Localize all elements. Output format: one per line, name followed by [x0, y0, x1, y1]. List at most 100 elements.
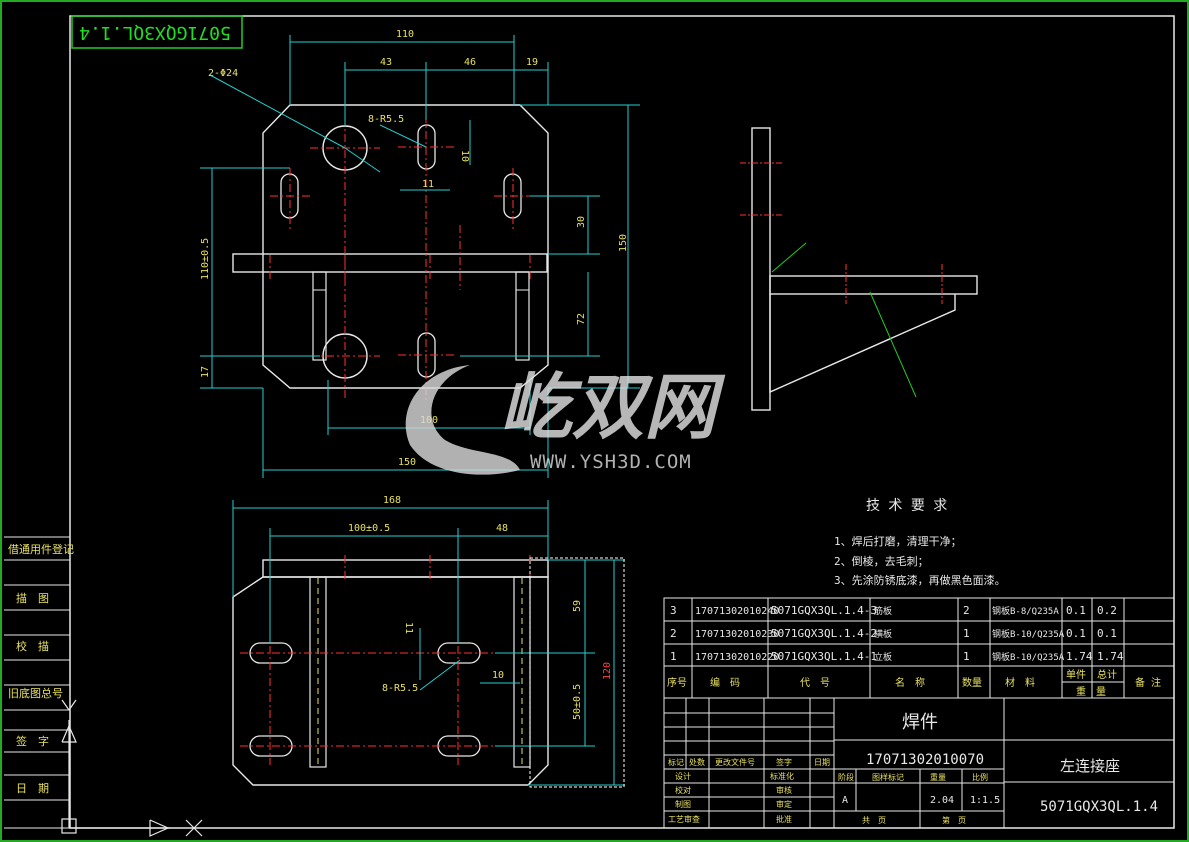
dim-label: 50±0.5	[572, 684, 583, 720]
svg-text:校对: 校对	[675, 785, 691, 795]
svg-text:审定: 审定	[776, 799, 792, 809]
side-vertical-plate	[751, 127, 771, 411]
svg-text:1: 1	[670, 650, 677, 663]
svg-text:0.1: 0.1	[1097, 627, 1117, 640]
title-block-labels: 标记 处数 更改文件号 签字 日期 设计 标准化 校对 审核 制图 审定 工艺审…	[668, 757, 988, 825]
dim-label: 11	[422, 179, 434, 190]
svg-text:标记: 标记	[668, 757, 684, 767]
front-view	[232, 104, 549, 400]
svg-text:钢板B-10/Q235A: 钢板B-10/Q235A	[992, 651, 1065, 663]
svg-text:5071GQX3QL.1.4-3: 5071GQX3QL.1.4-3	[771, 604, 877, 617]
svg-text:工艺审查: 工艺审查	[668, 814, 700, 824]
side-strip-labels: 借通用件登记 描 图 校 描 旧底图总号 签 字 日 期	[8, 542, 74, 795]
dim-label: 59	[572, 600, 583, 612]
side-strip-item: 校 描	[16, 639, 49, 653]
svg-text:5071GQX3QL.1.4-1: 5071GQX3QL.1.4-1	[771, 650, 877, 663]
svg-text:制图: 制图	[675, 799, 691, 809]
stage-value: A	[842, 795, 848, 806]
top-dim-highlight	[529, 557, 625, 788]
dim-label: 110±0.5	[200, 238, 211, 280]
dim-label: 19	[526, 57, 538, 68]
svg-text:签字: 签字	[776, 757, 792, 767]
svg-text:2: 2	[963, 604, 970, 617]
side-view	[740, 127, 978, 411]
svg-text:横板: 横板	[874, 628, 892, 640]
svg-text:1: 1	[963, 650, 970, 663]
svg-text:名 称: 名 称	[895, 676, 925, 689]
svg-text:处数: 处数	[689, 757, 705, 767]
svg-text:0.1: 0.1	[1066, 627, 1086, 640]
svg-text:备 注: 备 注	[1135, 676, 1161, 689]
front-rib-right	[515, 271, 530, 361]
svg-text:1.74: 1.74	[1066, 650, 1093, 663]
dim-label: 2-Φ24	[208, 68, 238, 79]
side-strip-item: 描 图	[16, 591, 49, 605]
watermark-brand: 屹双网	[500, 365, 726, 449]
part-name: 左连接座	[1060, 757, 1120, 775]
top-plate-outline	[232, 576, 549, 786]
svg-text:代 号: 代 号	[800, 677, 830, 689]
dim-label: 72	[576, 313, 587, 325]
tech-item: 2、倒棱，去毛刺；	[834, 555, 929, 568]
svg-text:序号: 序号	[667, 676, 687, 689]
top-rib-left	[309, 576, 327, 768]
svg-text:设计: 设计	[675, 771, 691, 781]
svg-text:立板: 立板	[874, 651, 892, 663]
scale-value: 1:1.5	[970, 795, 1000, 806]
dim-label: 43	[380, 57, 392, 68]
svg-text:单件: 单件	[1066, 669, 1086, 681]
svg-text:重量: 重量	[930, 772, 946, 782]
svg-text:总计: 总计	[1097, 668, 1117, 681]
dim-label: 48	[496, 523, 508, 534]
svg-text:钢板B-8/Q235A: 钢板B-8/Q235A	[992, 605, 1059, 617]
tech-requirements: 技 术 要 求 1、焊后打磨，清理干净； 2、倒棱，去毛刺； 3、先涂防锈底漆，…	[834, 498, 1006, 587]
dim-label: 8-R5.5	[382, 683, 418, 694]
front-rib-left	[312, 271, 327, 361]
svg-text:17071302010240: 17071302010240	[695, 606, 779, 617]
side-strip-item: 旧底图总号	[8, 686, 63, 700]
svg-text:批准: 批准	[776, 814, 792, 824]
svg-text:更改文件号: 更改文件号	[715, 757, 755, 767]
dim-label: 10	[492, 670, 504, 681]
watermark-logo-icon	[405, 365, 520, 475]
dim-label: 30	[576, 216, 587, 228]
side-horizontal-plate	[769, 275, 978, 295]
svg-text:2: 2	[670, 627, 677, 640]
bom-row: 1 17071302010220 5071GQX3QL.1.4-1 立板 1 钢…	[670, 650, 1124, 663]
bom-table	[663, 597, 1175, 699]
title-block-values: 焊件 17071302010070 左连接座 5071GQX3QL.1.4 A …	[842, 712, 1158, 815]
bom-row: 2 17071302010230 5071GQX3QL.1.4-2 横板 1 钢…	[670, 627, 1117, 640]
svg-text:日期: 日期	[814, 758, 830, 767]
dim-label: 150	[398, 457, 416, 468]
dim-label: 8-R5.5	[368, 114, 404, 125]
front-flange	[232, 253, 548, 273]
bom-header: 序号 编 码 代 号 名 称 数量 材 料 单件 总计 重 量 备 注	[667, 668, 1161, 698]
svg-text:阶段: 阶段	[838, 772, 854, 782]
svg-text:钢板B-10/Q235A: 钢板B-10/Q235A	[992, 628, 1065, 640]
tech-title: 技 术 要 求	[866, 498, 947, 514]
svg-text:1.74: 1.74	[1097, 650, 1124, 663]
svg-text:比例: 比例	[972, 772, 988, 782]
inner-frame	[69, 15, 1175, 829]
weight-value: 2.04	[930, 795, 954, 806]
front-plate-outline	[262, 104, 549, 389]
svg-text:标准化: 标准化	[770, 771, 794, 781]
component-code: 17071302010070	[866, 752, 984, 768]
side-rib	[769, 294, 956, 394]
drawing-code-box: 5071GQX3QL.1.4	[71, 15, 243, 49]
svg-text:0.2: 0.2	[1097, 604, 1117, 617]
top-flange	[262, 559, 549, 578]
dim-label: 17	[200, 366, 211, 378]
tech-item: 1、焊后打磨，清理干净；	[834, 534, 962, 548]
dim-label: 10	[459, 150, 470, 162]
svg-text:17071302010230: 17071302010230	[695, 629, 779, 640]
svg-text:1: 1	[963, 627, 970, 640]
svg-text:审核: 审核	[776, 785, 792, 795]
svg-text:材 料: 材 料	[1005, 676, 1035, 689]
drawing-code-text: 5071GQX3QL.1.4	[79, 22, 231, 43]
svg-text:第 页: 第 页	[942, 815, 966, 825]
svg-text:重 量: 重 量	[1076, 685, 1106, 698]
side-strip-item: 签 字	[16, 734, 49, 748]
drawing-number: 5071GQX3QL.1.4	[1040, 799, 1158, 815]
